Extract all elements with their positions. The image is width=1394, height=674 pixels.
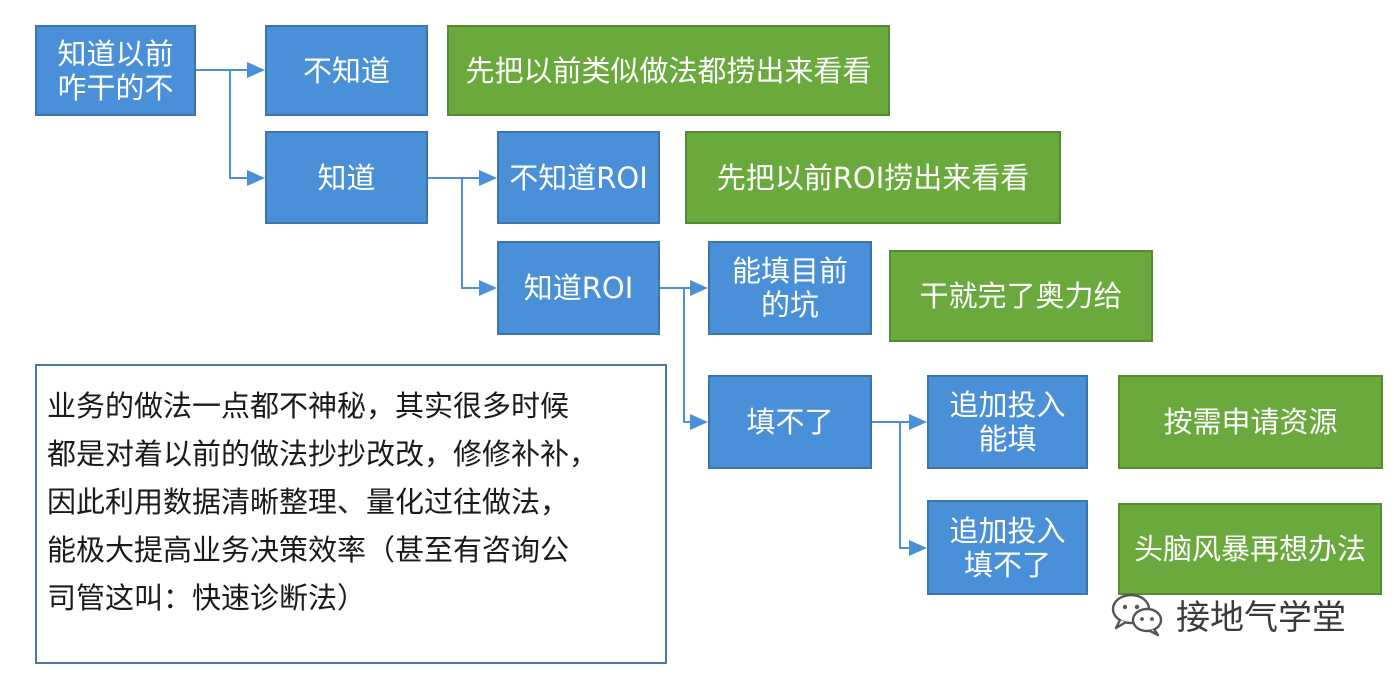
action-not-know: 先把以前类似做法都捞出来看看	[447, 25, 890, 116]
note-line: 司管这叫：快速诊断法）	[47, 581, 367, 615]
note-line: 因此利用数据清晰整理、量化过往做法，	[47, 485, 570, 519]
node-not-know-roi: 不知道ROI	[497, 131, 660, 224]
edge-cannot-fill-invest-cannot	[899, 422, 927, 556]
wechat-icon	[1111, 593, 1163, 637]
watermark: 接地气学堂	[1110, 586, 1346, 642]
note-box: 业务的做法一点都不神秘，其实很多时候 都是对着以前的做法抄抄改改，修修补补， 因…	[35, 364, 667, 664]
node-know-roi: 知道ROI	[497, 241, 660, 335]
node-can-fill: 能填目前 的坑	[708, 241, 872, 335]
edge-root-know	[229, 70, 265, 186]
action-not-know-roi: 先把以前ROI捞出来看看	[685, 131, 1061, 224]
action-can-fill: 干就完了奥力给	[889, 250, 1153, 342]
note-line: 业务的做法一点都不神秘，其实很多时候	[47, 389, 570, 423]
node-not-know: 不知道	[265, 25, 428, 116]
edge-know-roi-cannot-fill	[683, 288, 708, 430]
note-line: 能极大提高业务决策效率（甚至有咨询公	[47, 533, 570, 567]
node-invest-can: 追加投入 能填	[927, 375, 1088, 469]
node-invest-cannot: 追加投入 填不了	[927, 500, 1088, 595]
node-know: 知道	[265, 131, 428, 224]
action-invest-can: 按需申请资源	[1118, 375, 1383, 469]
note-line: 都是对着以前的做法抄抄改改，修修补补，	[47, 437, 599, 471]
edge-know-know-roi	[461, 178, 497, 296]
node-cannot-fill: 填不了	[708, 375, 872, 469]
node-root: 知道以前 咋干的不	[35, 25, 196, 116]
action-invest-cannot: 头脑风暴再想办法	[1118, 503, 1382, 595]
watermark-text: 接地气学堂	[1176, 597, 1346, 638]
